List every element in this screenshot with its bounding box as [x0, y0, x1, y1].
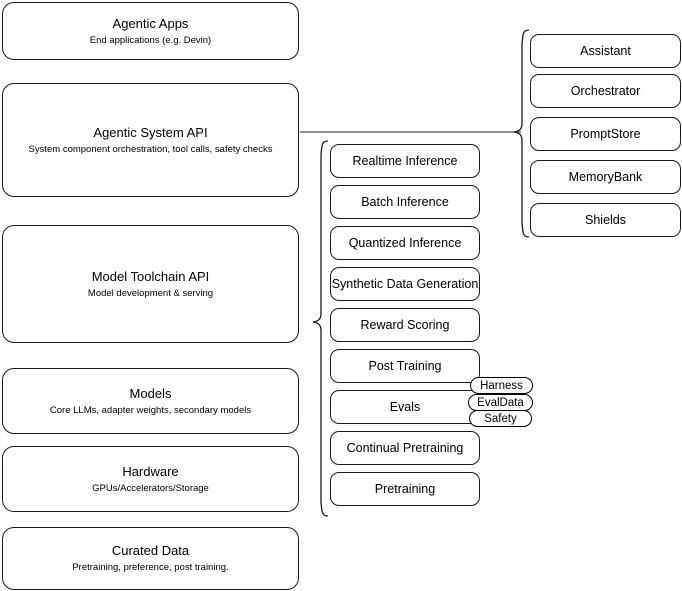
toolchain-item-post-training[interactable]: Post Training — [330, 349, 480, 383]
toolchain-item-label: Quantized Inference — [348, 235, 462, 250]
toolchain-item-reward-scoring[interactable]: Reward Scoring — [330, 308, 480, 342]
system-item-label: PromptStore — [570, 126, 641, 141]
layer-title: Agentic System API — [93, 124, 208, 140]
toolchain-item-evals[interactable]: Evals — [330, 390, 480, 424]
system-item-label: Orchestrator — [570, 83, 641, 98]
layer-title: Model Toolchain API — [91, 268, 210, 284]
layer-subtitle: Pretraining, preference, post training. — [72, 562, 229, 573]
toolchain-item-label: Evals — [389, 399, 421, 414]
layer-title: Hardware — [122, 463, 179, 479]
toolchain-item-batch-inference[interactable]: Batch Inference — [330, 185, 480, 219]
layer-subtitle: Core LLMs, adapter weights, secondary mo… — [49, 404, 252, 416]
layer-subtitle: End applications (e.g. Devin) — [89, 34, 212, 46]
toolchain-item-realtime-inference[interactable]: Realtime Inference — [330, 144, 480, 178]
brace-toolchain-components — [312, 140, 329, 517]
eval-badge-safety[interactable]: Safety — [469, 410, 532, 427]
toolchain-item-label: Synthetic Data Generation — [331, 276, 479, 291]
system-item-memorybank[interactable]: MemoryBank — [530, 160, 681, 194]
system-item-orchestrator[interactable]: Orchestrator — [530, 74, 681, 108]
system-item-promptstore[interactable]: PromptStore — [530, 117, 681, 151]
system-item-label: Shields — [585, 212, 626, 227]
layer-box-curated-data[interactable]: Curated Data Pretraining, preference, po… — [2, 527, 299, 590]
toolchain-item-label: Continual Pretraining — [346, 440, 464, 455]
toolchain-item-synthetic-data-generation[interactable]: Synthetic Data Generation — [330, 267, 480, 301]
toolchain-item-label: Batch Inference — [361, 194, 449, 209]
layer-title: Agentic Apps — [112, 15, 189, 31]
brace-system-components — [513, 29, 530, 238]
toolchain-item-continual-pretraining[interactable]: Continual Pretraining — [330, 431, 480, 465]
toolchain-item-quantized-inference[interactable]: Quantized Inference — [330, 226, 480, 260]
layer-box-hardware[interactable]: Hardware GPUs/Accelerators/Storage — [2, 446, 299, 512]
layer-subtitle: GPUs/Accelerators/Storage — [92, 482, 209, 494]
toolchain-item-label: Post Training — [368, 358, 442, 373]
toolchain-item-label: Pretraining — [374, 481, 436, 496]
system-item-label: MemoryBank — [568, 169, 643, 184]
layer-title: Curated Data — [111, 543, 190, 558]
eval-badge-harness[interactable]: Harness — [470, 377, 533, 394]
layer-box-agentic-system-api[interactable]: Agentic System API System component orch… — [2, 83, 299, 197]
system-item-shields[interactable]: Shields — [530, 203, 681, 237]
layer-box-agentic-apps[interactable]: Agentic Apps End applications (e.g. Devi… — [2, 2, 299, 60]
system-item-label: Assistant — [580, 43, 631, 58]
eval-badge-evaldata[interactable]: EvalData — [468, 394, 533, 411]
layer-title: Models — [129, 385, 172, 401]
toolchain-item-label: Reward Scoring — [360, 317, 450, 332]
toolchain-item-pretraining[interactable]: Pretraining — [330, 472, 480, 506]
layer-subtitle: Model development & serving — [87, 287, 214, 299]
system-item-assistant[interactable]: Assistant — [530, 34, 681, 68]
layer-subtitle: System component orchestration, tool cal… — [28, 143, 273, 155]
layer-box-model-toolchain-api[interactable]: Model Toolchain API Model development & … — [2, 225, 299, 343]
toolchain-item-label: Realtime Inference — [352, 153, 458, 168]
layer-box-models[interactable]: Models Core LLMs, adapter weights, secon… — [2, 368, 299, 434]
